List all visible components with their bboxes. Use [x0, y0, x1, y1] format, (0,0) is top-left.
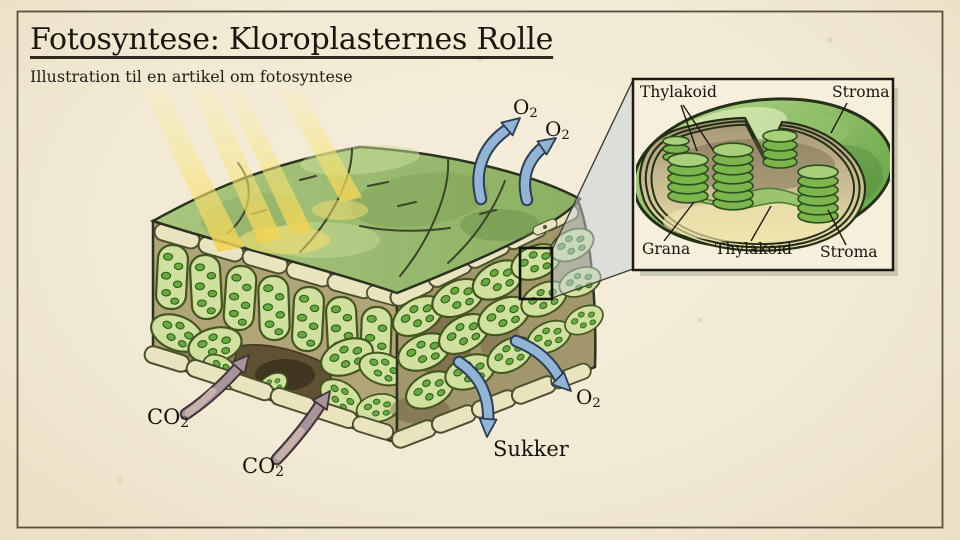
page-title: Fotosyntese: Kloroplasternes Rolle [30, 22, 554, 57]
chloroplast-inset [631, 77, 898, 276]
chloroplast-drawing [636, 97, 890, 252]
zoom-source-square [518, 246, 554, 301]
zoom-callout-wedge [551, 79, 634, 299]
leaf-top-surface [149, 145, 582, 295]
sugar-arrow-down [452, 355, 498, 438]
page-frame [16, 10, 944, 529]
grana-stacks [662, 129, 839, 224]
co2-arrow-in-2 [270, 390, 331, 466]
o2-arrow-up-2 [518, 137, 557, 207]
o2-label-top-1: O2 [513, 95, 538, 121]
inset-label-grana: Grana [642, 240, 691, 258]
co2-label-2: CO2 [242, 454, 285, 481]
inset-leader-lines [663, 102, 848, 246]
leaf-right-face [385, 199, 609, 452]
inset-label-stroma-top: Stroma [832, 83, 890, 101]
o2-label-side: O2 [576, 385, 601, 411]
paper-specks [118, 38, 832, 482]
sugar-label: Sukker [493, 437, 569, 461]
page-subtitle: Illustration til en artikel om fotosynte… [30, 67, 353, 86]
co2-label-1: CO2 [147, 405, 190, 432]
inset-label-thylakoid-top: Thylakoid [640, 83, 717, 101]
inset-label-thylakoid-bottom: Thylakoid [715, 240, 792, 258]
co2-arrow-in-1 [179, 354, 250, 421]
sunlight-rays [143, 88, 362, 252]
inset-label-stroma-bottom: Stroma [820, 243, 878, 261]
o2-arrow-up-1 [472, 117, 521, 206]
o2-arrow-side [509, 334, 572, 392]
o2-label-top-2: O2 [545, 117, 570, 143]
leaf-front-face [141, 219, 412, 445]
leaf-block [141, 88, 609, 466]
flow-arrows [179, 117, 572, 466]
